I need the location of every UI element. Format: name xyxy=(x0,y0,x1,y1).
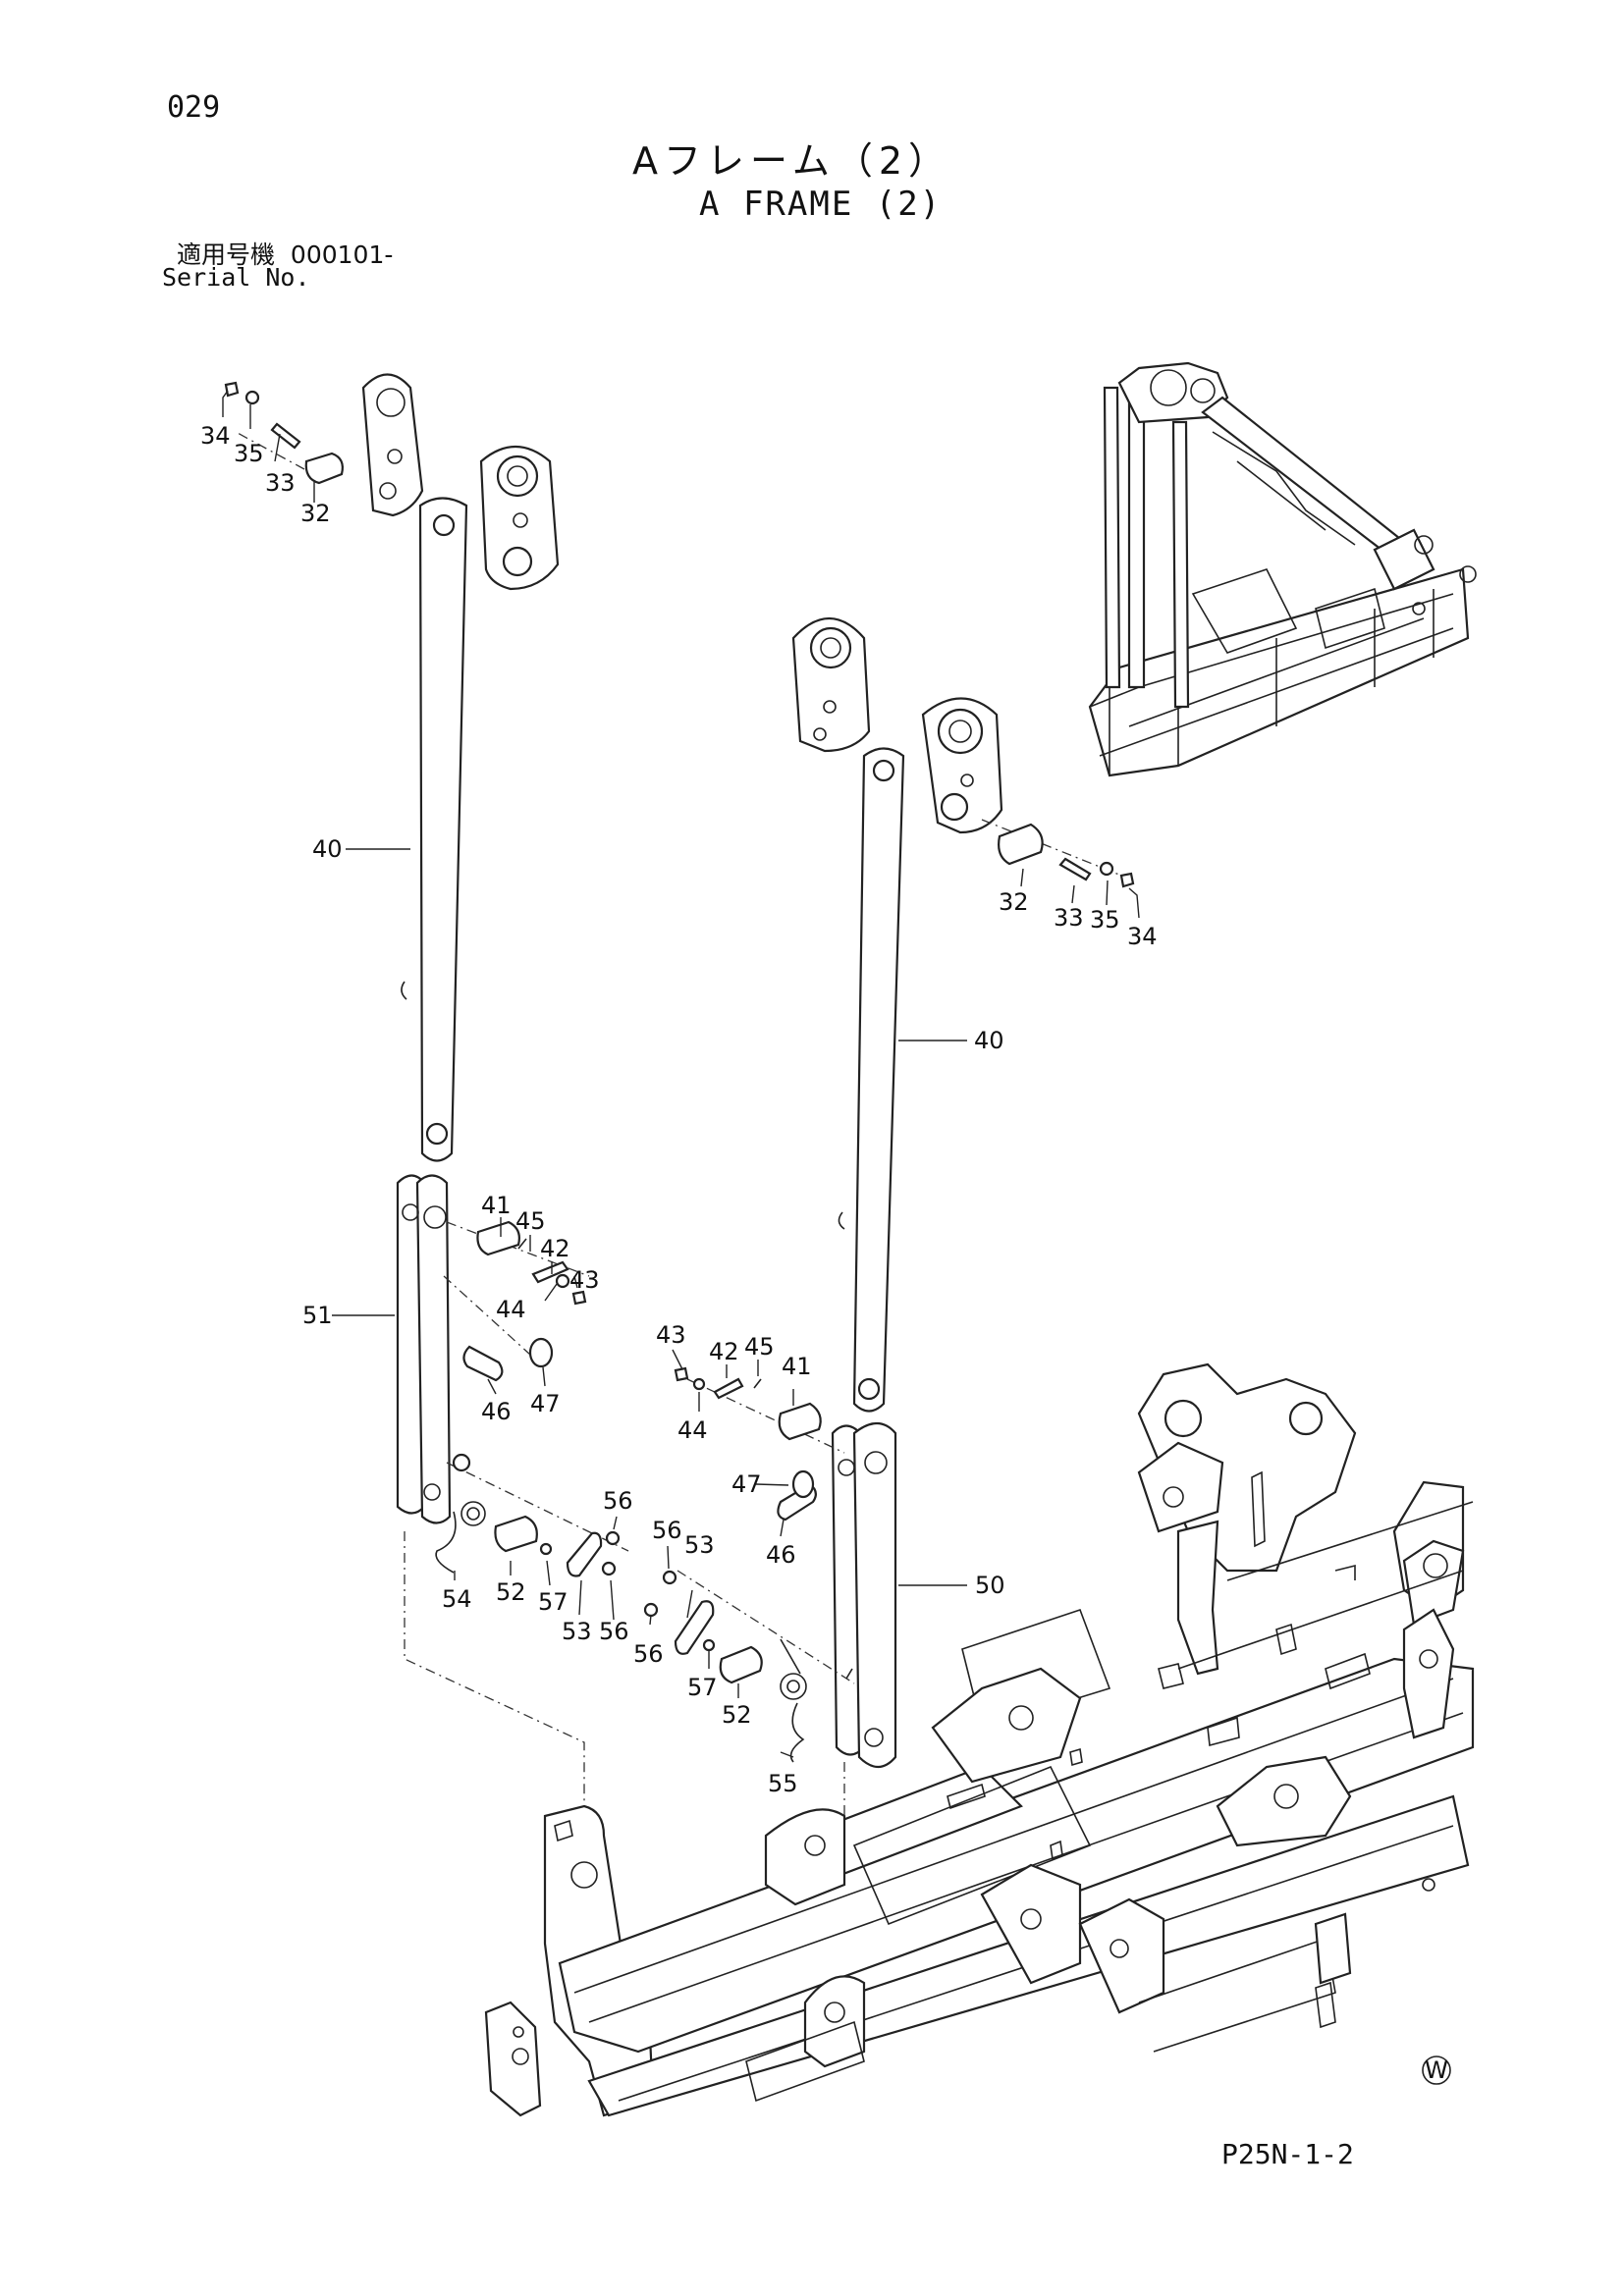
serial-label-english: Serial No. xyxy=(162,263,310,292)
serial-value: 000101- xyxy=(290,240,394,269)
title-japanese: Aフレーム（2） xyxy=(632,139,952,183)
left-lower-spring-assembly xyxy=(435,1453,629,1621)
callout-52-left: 52 xyxy=(496,1578,526,1606)
callout-45-right: 45 xyxy=(744,1333,775,1361)
upper-left-pin-assembly xyxy=(222,373,560,591)
inset-overview-illustration xyxy=(1088,361,1477,777)
callout-57-right: 57 xyxy=(687,1674,718,1701)
right-upper-pin-assembly xyxy=(791,616,1140,919)
callout-42-left: 42 xyxy=(540,1235,570,1262)
callout-32-right: 32 xyxy=(999,888,1029,916)
callout-50: 50 xyxy=(975,1572,1005,1599)
callout-43-right: 43 xyxy=(656,1321,686,1349)
callout-41-left: 41 xyxy=(481,1192,512,1219)
callout-56-right-top: 56 xyxy=(652,1517,682,1544)
callout-44-right: 44 xyxy=(677,1416,708,1444)
callout-42-right: 42 xyxy=(709,1338,739,1365)
callout-56-left-bottom: 56 xyxy=(599,1618,629,1645)
title-english: A FRAME (2) xyxy=(699,185,943,224)
callout-40-left: 40 xyxy=(312,835,343,863)
serial-label-japanese: 適用号機 xyxy=(177,240,276,269)
callout-56-right-bottom: 56 xyxy=(633,1640,664,1668)
callout-51: 51 xyxy=(302,1302,333,1329)
left-rod-40 xyxy=(346,497,468,1162)
callout-54: 54 xyxy=(442,1585,472,1613)
callout-labels: 34 35 33 32 40 41 45 42 43 44 51 46 47 5… xyxy=(200,422,1158,1797)
drawing-code: P25N-1-2 xyxy=(1221,2138,1354,2170)
callout-33-right: 33 xyxy=(1054,904,1084,932)
w-mark: W xyxy=(1422,2056,1451,2085)
right-bracket-50 xyxy=(672,1349,967,1769)
callout-33-left: 33 xyxy=(265,469,296,497)
callout-45-left: 45 xyxy=(515,1207,546,1235)
callout-40-right: 40 xyxy=(974,1027,1004,1054)
callout-46-right: 46 xyxy=(766,1541,796,1569)
callout-53-left: 53 xyxy=(562,1618,592,1645)
callout-52-right: 52 xyxy=(722,1701,752,1729)
page-number: 029 xyxy=(167,90,221,125)
right-rod-40 xyxy=(838,747,967,1413)
callout-43-left: 43 xyxy=(569,1266,600,1294)
callout-35-right: 35 xyxy=(1090,906,1120,934)
right-lower-spring-assembly xyxy=(643,1545,855,1763)
callout-47-right: 47 xyxy=(731,1470,762,1498)
callout-47-left: 47 xyxy=(530,1390,561,1417)
callout-56-left-top: 56 xyxy=(603,1487,633,1515)
callout-35-left: 35 xyxy=(234,440,264,467)
callout-41-right: 41 xyxy=(782,1353,812,1380)
callout-34-right: 34 xyxy=(1127,923,1158,950)
serial-line-japanese: 適用号機 000101- xyxy=(177,236,393,271)
callout-57-left: 57 xyxy=(538,1588,568,1616)
callout-34-left: 34 xyxy=(200,422,231,450)
callout-55: 55 xyxy=(768,1770,798,1797)
main-frame-structure xyxy=(484,1362,1475,2117)
callout-46-left: 46 xyxy=(481,1398,512,1425)
callout-53-right: 53 xyxy=(684,1531,715,1559)
callout-32-left: 32 xyxy=(300,500,331,527)
w-mark-text: W xyxy=(1425,2056,1448,2084)
left-bracket-51 xyxy=(332,1174,590,1524)
callout-44-left: 44 xyxy=(496,1296,526,1323)
